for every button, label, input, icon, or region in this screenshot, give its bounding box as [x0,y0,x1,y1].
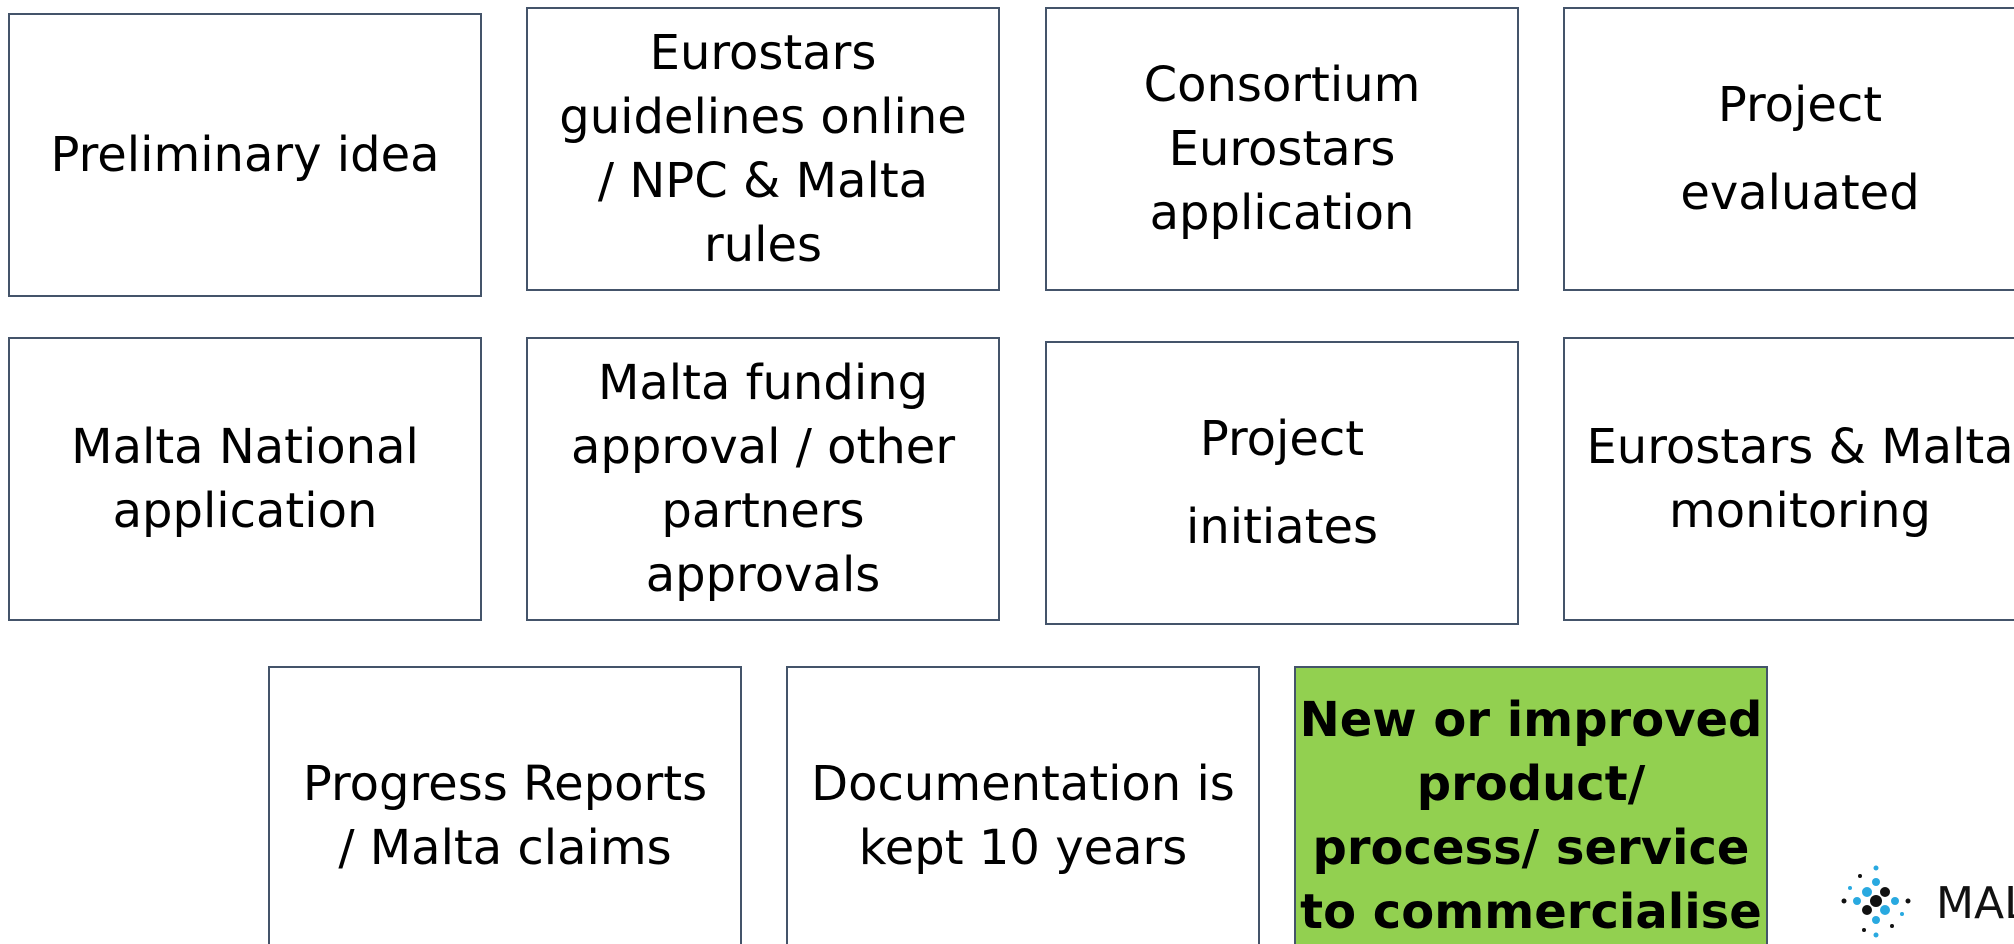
step-malta-funding-approval: Malta funding approval / other partners … [526,337,1000,621]
logo-text: MAL [1936,878,2014,929]
step-monitoring: Eurostars & Malta monitoring [1563,337,2014,621]
step-malta-national-application: Malta National application [8,337,482,621]
step-documentation-kept: Documentation is kept 10 years [786,666,1260,944]
step-label: New or improved product/ process/ servic… [1299,692,1763,940]
step-progress-reports: Progress Reports / Malta claims [268,666,742,944]
step-project-initiates: Project initiates [1045,341,1519,625]
step-project-evaluated: Project evaluated [1563,7,2014,291]
dotted-star-logo-icon [1841,865,1911,938]
step-label: Progress Reports / Malta claims [302,756,708,876]
step-label: Project evaluated [1680,77,1920,221]
step-eurostars-guidelines: Eurostars guidelines online / NPC & Malt… [526,7,1000,291]
step-label: Eurostars & Malta monitoring [1586,419,2014,539]
step-commercialise-outcome: New or improved product/ process/ servic… [1294,666,1768,944]
step-consortium-application: Consortium Eurostars application [1045,7,1519,291]
step-label: Documentation is kept 10 years [811,756,1235,876]
step-label: Malta National application [71,419,419,539]
step-label: Preliminary idea [50,127,440,183]
step-label: Malta funding approval / other partners … [570,355,956,603]
step-label: Consortium Eurostars application [1143,57,1421,241]
step-preliminary-idea: Preliminary idea [8,13,482,297]
step-label: Project initiates [1185,411,1379,555]
step-label: Eurostars guidelines online / NPC & Malt… [559,25,967,273]
